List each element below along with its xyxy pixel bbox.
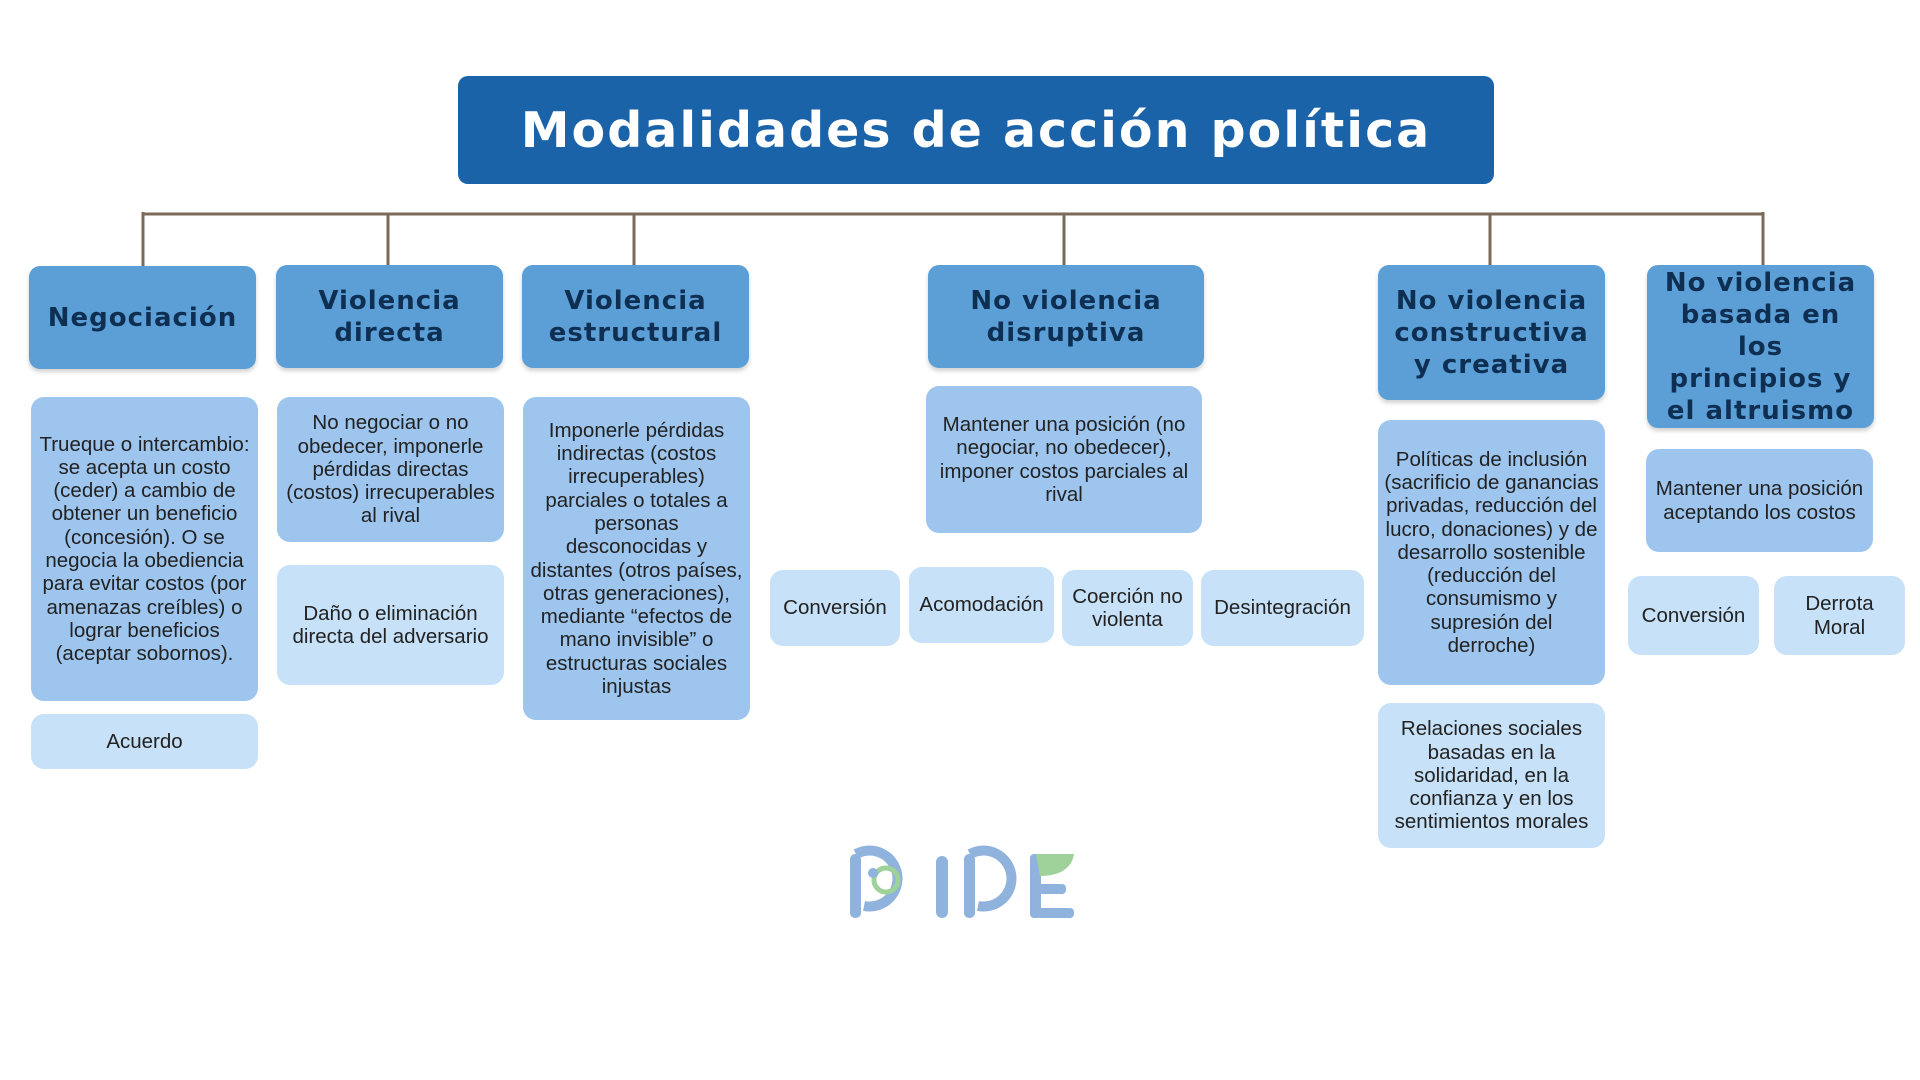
outcome-conversion-disruptiva: Conversión — [770, 570, 900, 646]
description-violencia-estructural: Imponerle pérdidas indirectas (costos ir… — [523, 397, 750, 720]
outcome-relaciones-sociales: Relaciones sociales basadas en la solida… — [1378, 703, 1605, 848]
description-no-violencia-principios: Mantener una posición aceptando los cost… — [1646, 449, 1873, 552]
category-violencia-directa: Violencia directa — [276, 265, 503, 368]
category-negociacion: Negociación — [29, 266, 256, 369]
description-negociacion: Trueque o intercambio: se acepta un cost… — [31, 397, 258, 701]
description-violencia-directa: No negociar o no obedecer, imponerle pér… — [277, 397, 504, 542]
outcome-acomodacion: Acomodación — [909, 567, 1054, 643]
diagram-title: Modalidades de acción política — [458, 76, 1494, 184]
outcome-derrota-moral: Derrota Moral — [1774, 576, 1905, 655]
outcome-dano-eliminacion: Daño o eliminación directa del adversari… — [277, 565, 504, 685]
logo-letter-i — [936, 856, 948, 918]
category-no-violencia-disruptiva: No violencia disruptiva — [928, 265, 1204, 368]
description-no-violencia-constructiva: Políticas de inclusión (sacrificio de ga… — [1378, 420, 1605, 685]
logo-letter-p-first — [850, 845, 903, 918]
outcome-coercion-no-violenta: Coerción no violenta — [1062, 570, 1193, 646]
description-no-violencia-disruptiva: Mantener una posición (no negociar, no o… — [926, 386, 1202, 533]
outcome-acuerdo: Acuerdo — [31, 714, 258, 769]
outcome-desintegracion: Desintegración — [1201, 570, 1364, 646]
outcome-conversion-principios: Conversión — [1628, 576, 1759, 655]
category-no-violencia-constructiva: No violencia constructiva y creativa — [1378, 265, 1605, 400]
logo-letter-e — [1030, 854, 1074, 918]
category-violencia-estructural: Violencia estructural — [522, 265, 749, 368]
category-no-violencia-principios: No violencia basada en los principios y … — [1647, 265, 1874, 428]
pipe-logo — [850, 845, 1074, 918]
logo-letter-p-second — [964, 845, 1017, 918]
